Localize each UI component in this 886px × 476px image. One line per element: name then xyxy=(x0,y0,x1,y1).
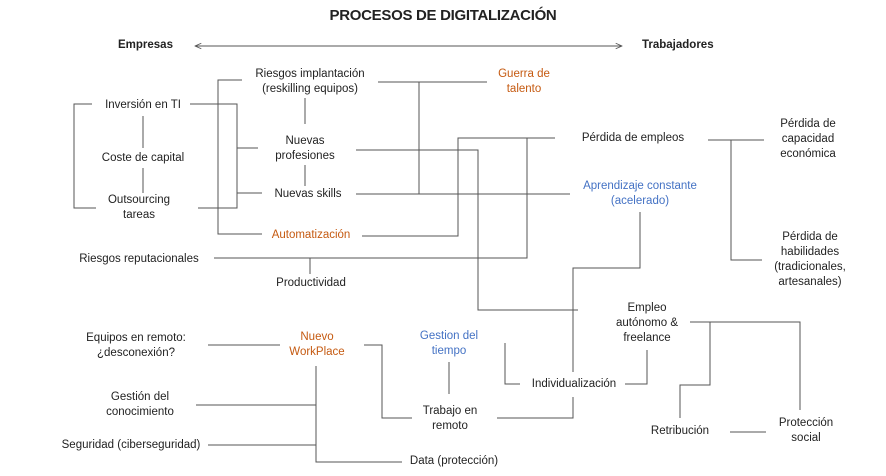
node-automatizacion: Automatización xyxy=(262,228,360,243)
node-empleo-autonomo: Empleo autónomo & freelance xyxy=(604,301,690,346)
node-perdida-capacidad: Pérdida de capacidad económica xyxy=(764,117,852,162)
node-gestion-conocimiento: Gestión del conocimiento xyxy=(90,390,190,420)
node-seguridad: Seguridad (ciberseguridad) xyxy=(56,438,206,453)
node-aprendizaje-constante: Aprendizaje constante (acelerado) xyxy=(572,179,708,209)
node-inversion-ti: Inversión en TI xyxy=(96,98,190,113)
diagram-title: PROCESOS DE DIGITALIZACIÓN xyxy=(329,7,557,24)
node-outsourcing: Outsourcing tareas xyxy=(100,193,178,223)
node-trabajo-remoto: Trabajo en remoto xyxy=(414,404,486,434)
node-guerra-talento: Guerra de talento xyxy=(488,67,560,97)
node-retribucion: Retribución xyxy=(644,424,716,439)
node-perdida-empleos: Pérdida de empleos xyxy=(566,131,700,146)
node-nuevo-workplace: Nuevo WorkPlace xyxy=(280,330,354,360)
node-perdida-habilidades: Pérdida de habilidades (tradicionales, a… xyxy=(766,230,854,290)
node-riesgos-implantacion: Riesgos implantación (reskilling equipos… xyxy=(242,67,378,97)
node-proteccion-social: Protección social xyxy=(768,416,844,446)
node-data-proteccion: Data (protección) xyxy=(404,454,504,469)
node-coste-capital: Coste de capital xyxy=(88,151,198,166)
node-equipos-remoto: Equipos en remoto: ¿desconexión? xyxy=(72,331,200,361)
axis-label-empresas: Empresas xyxy=(118,39,173,51)
node-individualizacion: Individualización xyxy=(524,377,624,392)
node-riesgos-reputacionales: Riesgos reputacionales xyxy=(72,252,206,267)
node-nuevas-skills: Nuevas skills xyxy=(264,187,352,202)
node-nuevas-profesiones: Nuevas profesiones xyxy=(262,134,348,164)
node-productividad: Productividad xyxy=(268,276,354,291)
node-gestion-tiempo: Gestion del tiempo xyxy=(412,329,486,359)
axis-label-trabajadores: Trabajadores xyxy=(642,39,714,51)
